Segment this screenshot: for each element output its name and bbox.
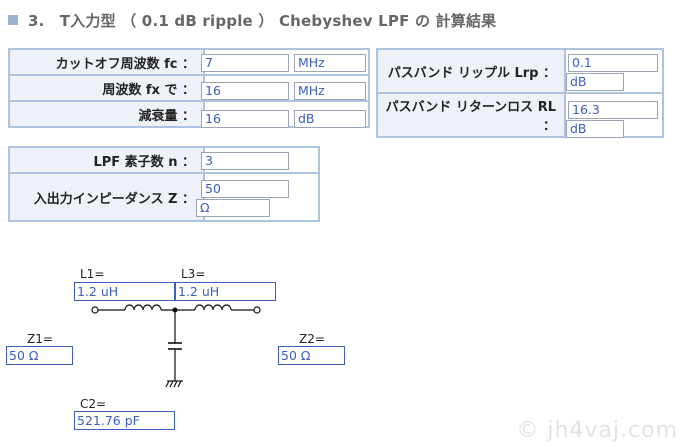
l1-value-field[interactable]: 1.2 uH [74, 282, 175, 301]
inductor-l1-icon [124, 304, 162, 311]
z2-label: Z2= [299, 332, 325, 346]
cutoff-value-field[interactable]: 7 [201, 54, 289, 72]
cutoff-label: カットオフ周波数 fc ： [8, 48, 205, 76]
atten-unit-field[interactable]: dB [294, 110, 366, 128]
l1-label: L1= [80, 267, 105, 281]
junction-dot-icon [172, 307, 178, 313]
impedance-label: 入出力インピーダンス Z ： [8, 172, 205, 222]
return-loss-unit-field[interactable]: dB [566, 120, 624, 138]
z2-value-field[interactable]: 50 Ω [278, 346, 345, 365]
z1-value-field[interactable]: 50 Ω [6, 346, 73, 365]
impedance-unit-field[interactable]: Ω [196, 199, 270, 217]
c2-value-field[interactable]: 521.76 pF [74, 411, 175, 430]
ripple-value-field[interactable]: 0.1 [568, 54, 658, 72]
ripple-unit-field[interactable]: dB [566, 73, 624, 91]
inductor-l3-icon [194, 304, 232, 311]
l3-label: L3= [181, 267, 206, 281]
freq-fx-value-field[interactable]: 16 [201, 82, 289, 100]
atten-value-field[interactable]: 16 [201, 110, 289, 128]
output-terminal-icon [253, 306, 261, 314]
heading-text: 3. T入力型 （ 0.1 dB ripple ） Chebyshev LPF … [28, 11, 497, 30]
return-loss-label: パスバンド リターンロス RL ： [376, 92, 566, 138]
input-terminal-icon [91, 306, 99, 314]
l3-value-field[interactable]: 1.2 uH [175, 282, 276, 301]
impedance-value-field[interactable]: 50 [201, 180, 289, 198]
elements-value-field[interactable]: 3 [201, 152, 289, 170]
z1-label: Z1= [27, 332, 53, 346]
return-loss-value-field[interactable]: 16.3 [568, 101, 658, 119]
freq-fx-label: 周波数 fx で ： [8, 74, 205, 102]
ground-icon [165, 380, 183, 388]
heading-square-icon [8, 15, 18, 25]
cutoff-unit-field[interactable]: MHz [294, 54, 366, 72]
watermark: © jh4vaj.com [516, 418, 678, 443]
section-heading: 3. T入力型 （ 0.1 dB ripple ） Chebyshev LPF … [8, 9, 496, 31]
ripple-label: パスバンド リップル Lrp ： [376, 48, 566, 94]
freq-fx-unit-field[interactable]: MHz [294, 82, 366, 100]
atten-label: 減衰量 ： [8, 100, 205, 128]
c2-label: C2= [80, 397, 107, 411]
elements-label: LPF 素子数 n ： [8, 146, 205, 174]
